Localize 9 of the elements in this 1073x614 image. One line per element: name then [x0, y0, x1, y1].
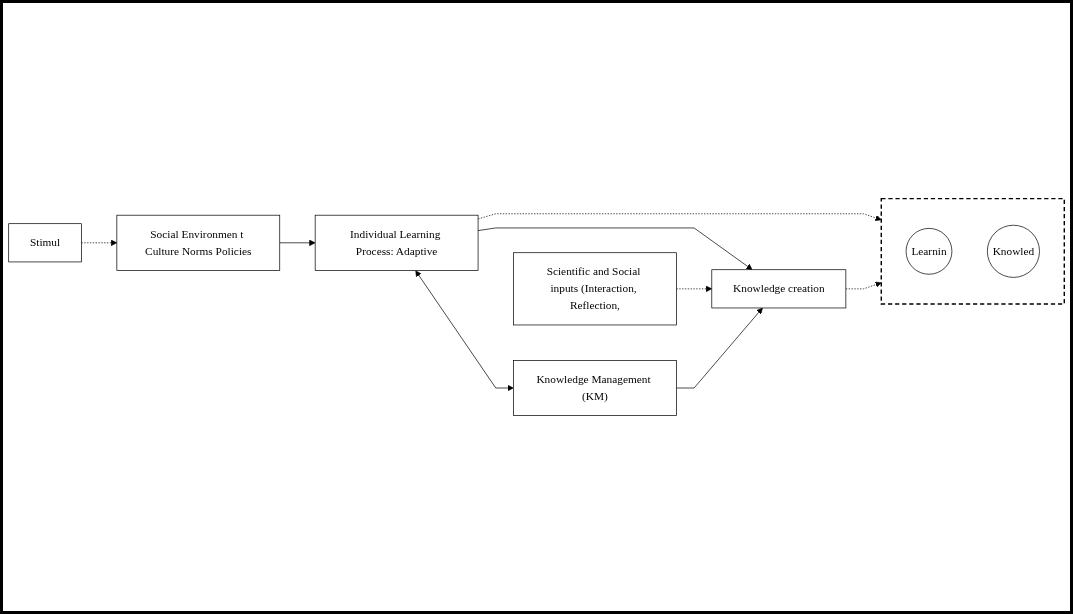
- node-box: Knowledge creation: [711, 269, 847, 309]
- node-box: Stimul: [8, 223, 82, 263]
- node-box: Social Environmen t Culture Norms Policies: [116, 214, 281, 271]
- node-circle: Learnin: [905, 227, 953, 275]
- node-circle: Knowled: [987, 224, 1040, 278]
- node-box: Scientific and Social inputs (Interaction, Reflection,: [513, 252, 677, 326]
- cluster: [880, 197, 1065, 305]
- node-box: Individual Learning Process: Adaptive: [314, 214, 479, 271]
- node-box: Knowledge Management (KM): [513, 359, 677, 416]
